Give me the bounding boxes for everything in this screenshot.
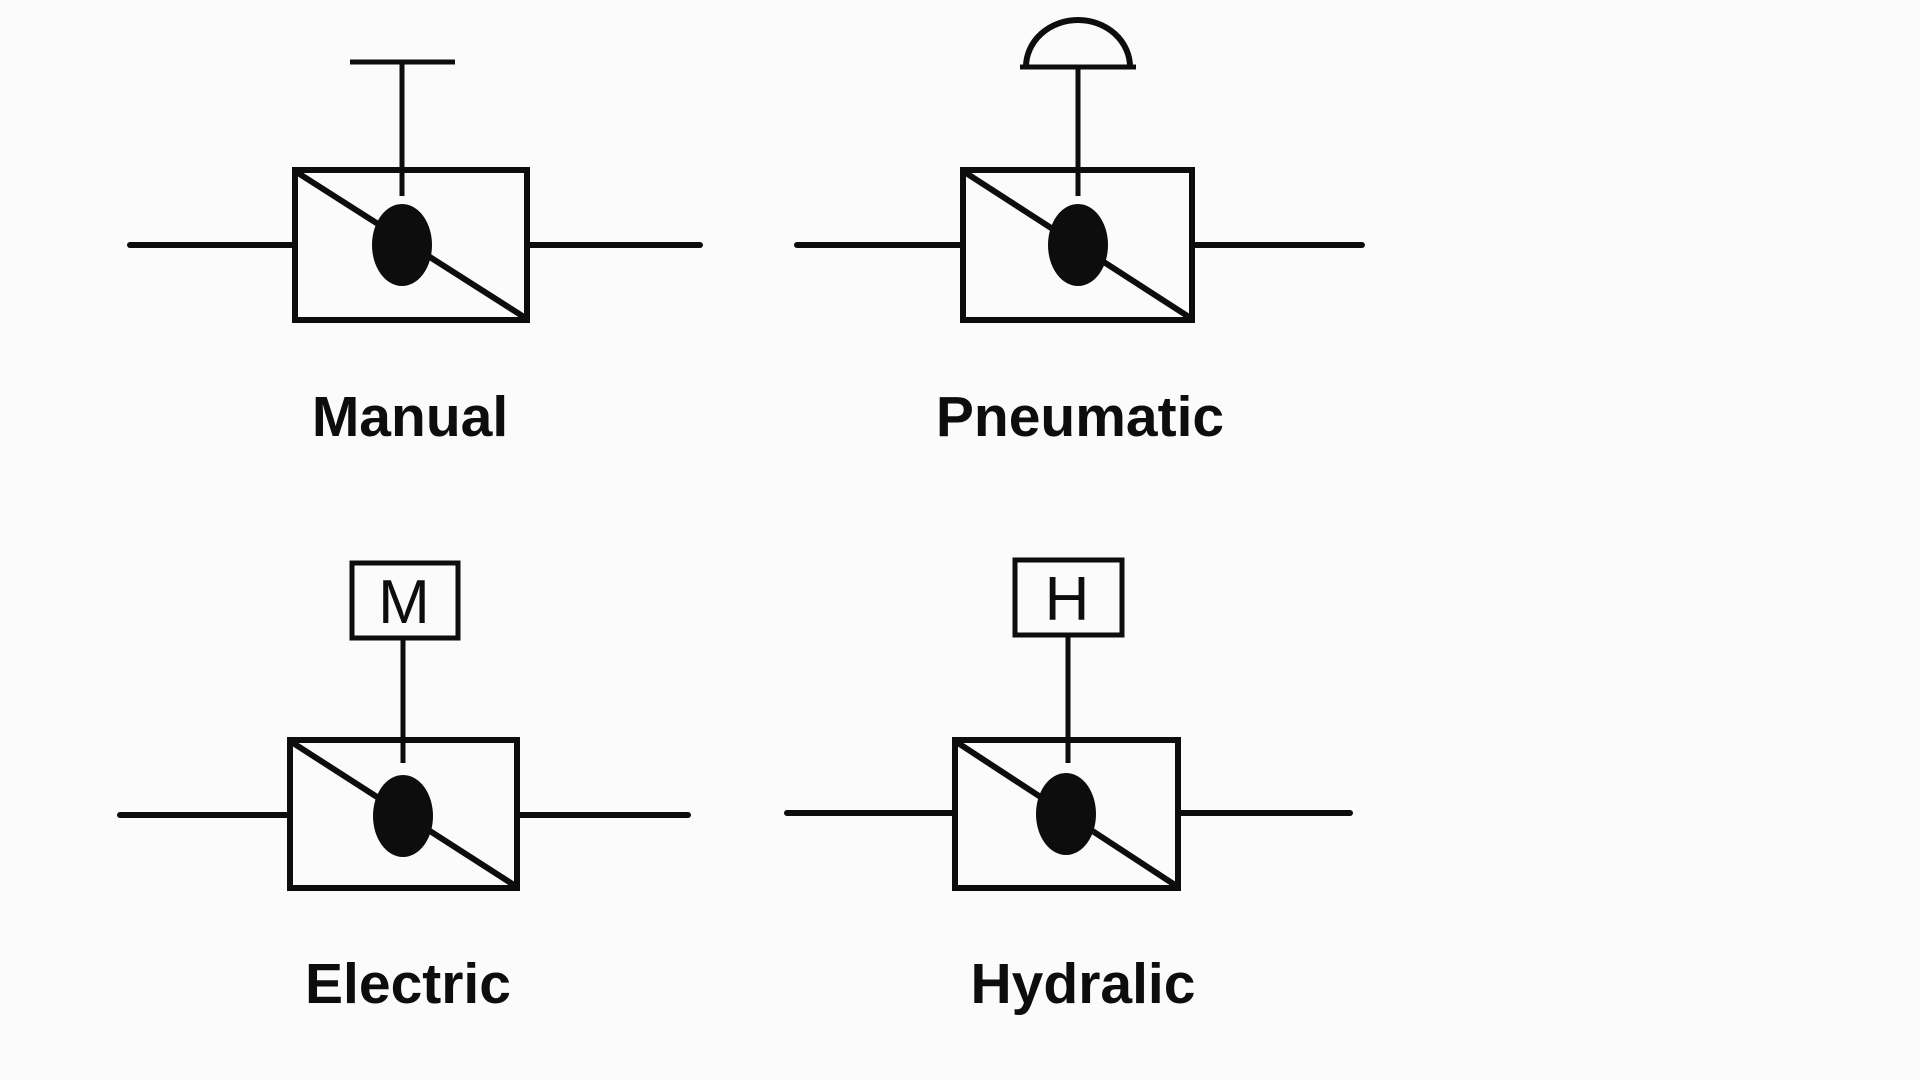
hydraulic-valve-body bbox=[952, 737, 1181, 891]
hydraulic-letter: H bbox=[1045, 565, 1090, 634]
electric-valve-ball bbox=[373, 775, 433, 857]
manual-valve-ball bbox=[372, 204, 432, 286]
hydraulic-label: Hydralic bbox=[971, 952, 1196, 1016]
electric-label: Electric bbox=[305, 952, 511, 1016]
hydraulic-valve-symbol: H Hydralic bbox=[784, 557, 1353, 1016]
hydraulic-valve-ball bbox=[1036, 773, 1096, 855]
pneumatic-label: Pneumatic bbox=[936, 385, 1224, 449]
electric-valve-symbol: M Electric bbox=[117, 560, 691, 1016]
pneumatic-valve-body bbox=[960, 167, 1195, 323]
manual-label: Manual bbox=[312, 385, 508, 449]
pneumatic-valve-ball bbox=[1048, 204, 1108, 286]
motor-letter: M bbox=[378, 568, 430, 637]
manual-valve-symbol: Manual bbox=[127, 59, 703, 449]
electric-valve-body bbox=[287, 737, 520, 891]
diaphragm-dome-icon bbox=[1023, 17, 1133, 68]
manual-valve-body bbox=[292, 167, 530, 323]
pneumatic-valve-symbol: Pneumatic bbox=[794, 17, 1365, 449]
